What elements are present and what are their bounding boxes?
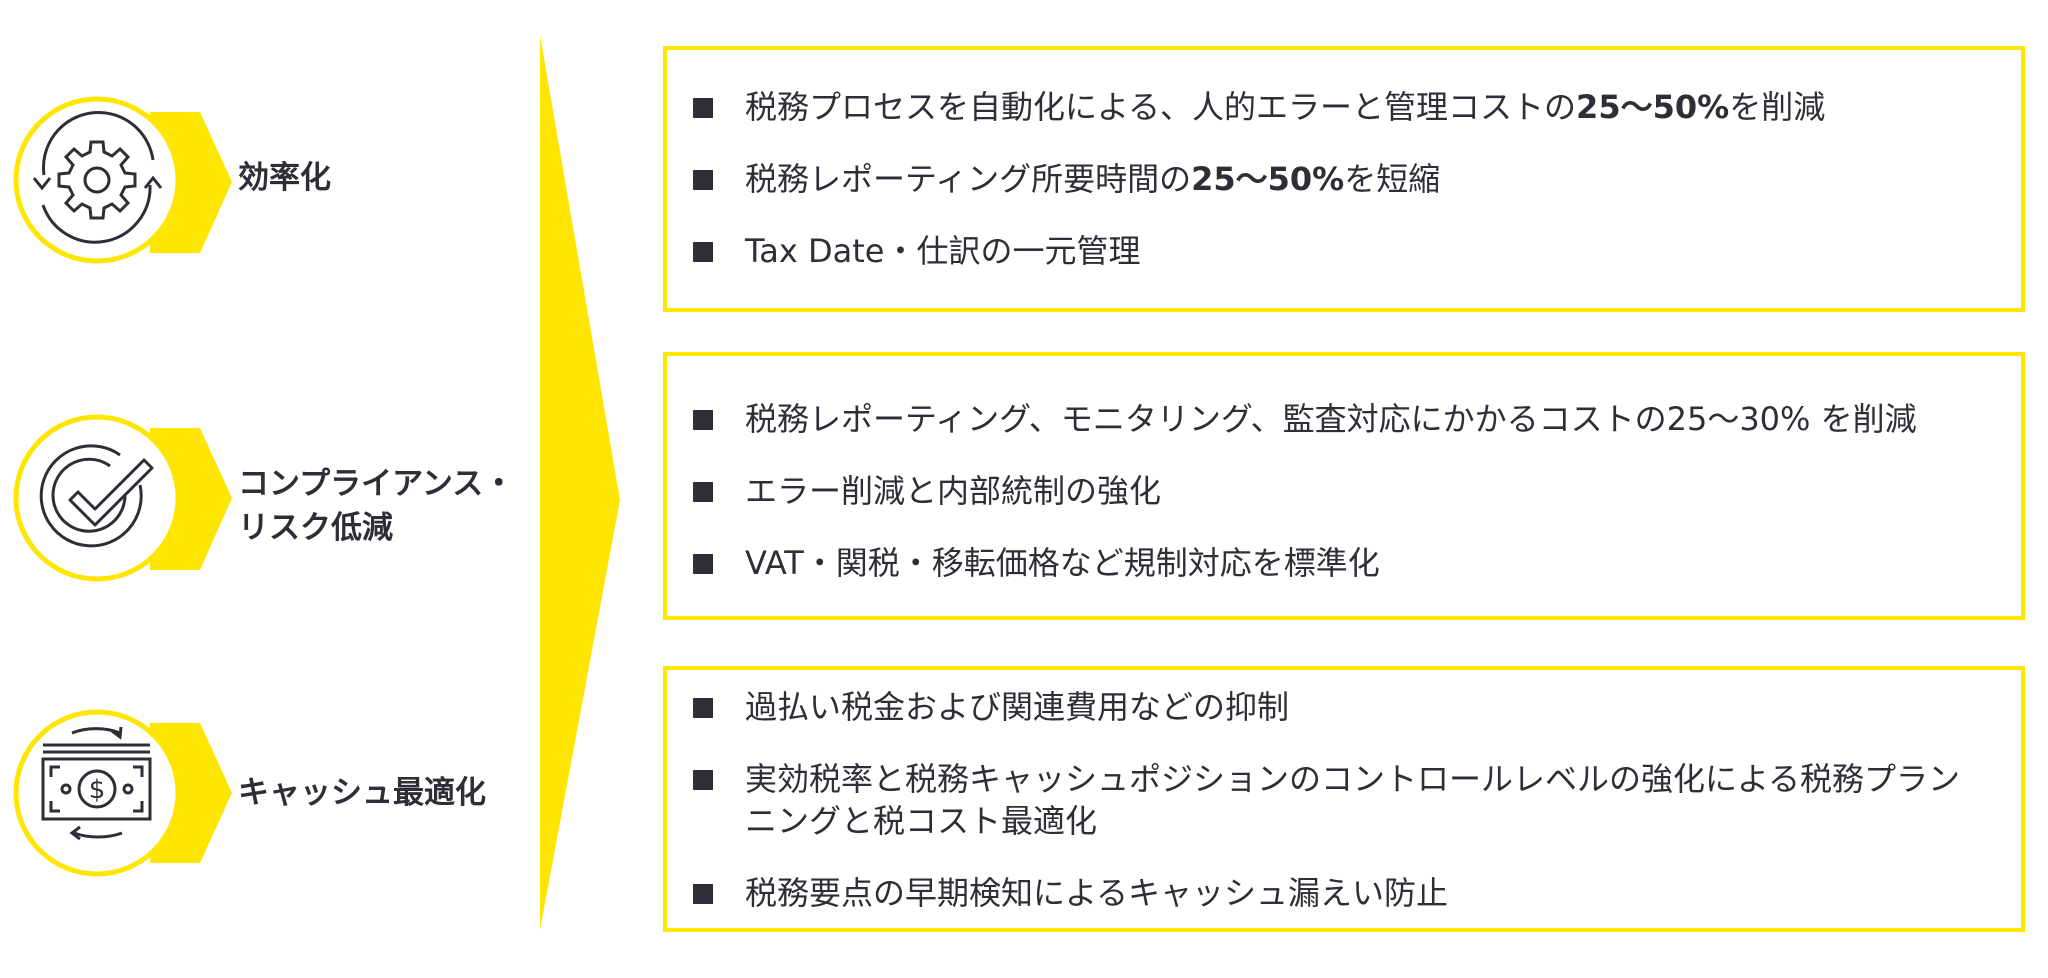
gear-cycle-icon — [13, 96, 232, 264]
list-item: 税務レポーティング、モニタリング、監査対応にかかるコストの25〜30% を削減 — [693, 398, 2001, 440]
cash-exchange-icon: $ — [13, 709, 232, 877]
list-item: 税務プロセスを自動化による、人的エラーと管理コストの25〜50%を削減 — [693, 86, 2001, 128]
list-item: Tax Date・仕訳の一元管理 — [693, 230, 2001, 272]
list-item: エラー削減と内部統制の強化 — [693, 470, 2001, 512]
bullet-square-icon — [693, 410, 713, 430]
bullet-square-icon — [693, 698, 713, 718]
list-item: 税務レポーティング所要時間の25〜50%を短縮 — [693, 158, 2001, 200]
benefit-box-cash: 過払い税金および関連費用などの抑制 実効税率と税務キャッシュポジションのコントロ… — [663, 666, 2025, 932]
bullet-square-icon — [693, 98, 713, 118]
category-label: キャッシュ最適化 — [238, 775, 486, 811]
benefit-box-compliance: 税務レポーティング、モニタリング、監査対応にかかるコストの25〜30% を削減 … — [663, 352, 2025, 620]
check-circle-icon — [13, 414, 232, 582]
bullet-square-icon — [693, 770, 713, 790]
bullet-square-icon — [693, 242, 713, 262]
list-item: 過払い税金および関連費用などの抑制 — [693, 686, 2001, 728]
bullet-square-icon — [693, 554, 713, 574]
bullet-square-icon — [693, 170, 713, 190]
flow-arrow — [540, 35, 620, 930]
benefit-box-efficiency: 税務プロセスを自動化による、人的エラーと管理コストの25〜50%を削減 税務レポ… — [663, 46, 2025, 312]
category-cash: $ キャッシュ最適化 — [0, 693, 520, 893]
bullet-square-icon — [693, 482, 713, 502]
list-item: VAT・関税・移転価格など規制対応を標準化 — [693, 542, 2001, 584]
list-item: 税務要点の早期検知によるキャッシュ漏えい防止 — [693, 872, 2001, 914]
category-label: コンプライアンス・ リスク低減 — [238, 466, 515, 546]
svg-text:$: $ — [89, 775, 106, 805]
list-item: 実効税率と税務キャッシュポジションのコントロールレベルの強化による税務プランニン… — [693, 758, 2001, 842]
category-efficiency: 効率化 — [0, 80, 520, 280]
bullet-square-icon — [693, 884, 713, 904]
category-compliance: コンプライアンス・ リスク低減 — [0, 400, 520, 600]
category-label: 効率化 — [238, 160, 331, 196]
